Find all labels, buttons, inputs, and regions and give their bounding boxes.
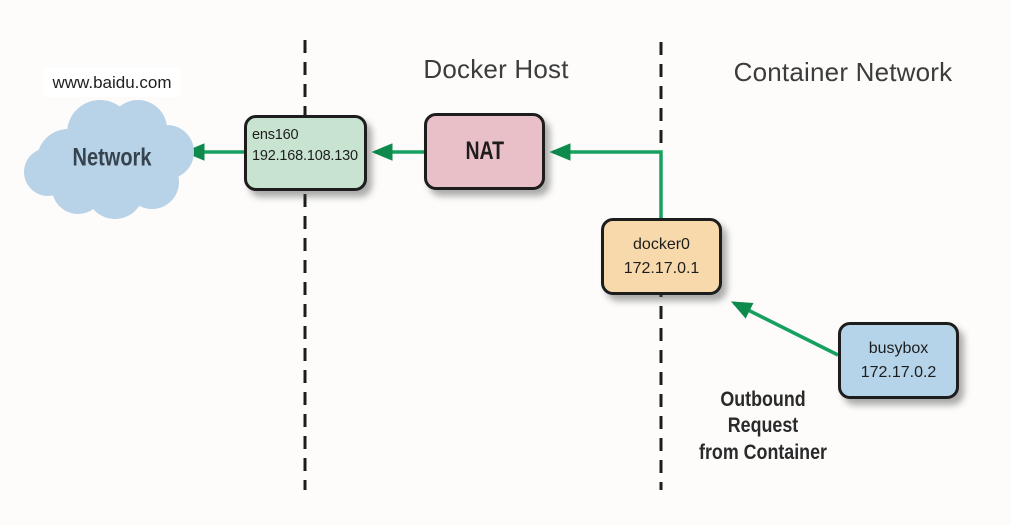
node-ens160: ens160 192.168.108.130 <box>244 115 367 191</box>
busybox-ip: 172.17.0.2 <box>860 363 937 381</box>
network-cloud-label: Network <box>63 144 162 173</box>
outbound-request-annotation: Outbound Request from Container <box>688 387 839 466</box>
arrow-busybox-to-docker0 <box>730 301 839 357</box>
nat-label: NAT <box>465 137 504 165</box>
busybox-name: busybox <box>868 339 929 357</box>
external-site-label: www.baidu.com <box>44 68 180 97</box>
network-cloud-label-text: Network <box>72 143 152 172</box>
node-nat: NAT <box>424 113 545 190</box>
node-busybox: busybox 172.17.0.2 <box>838 322 959 399</box>
docker0-name: docker0 <box>633 235 690 253</box>
ens160-ip: 192.168.108.130 <box>252 147 358 164</box>
arrow-docker0-to-nat <box>549 143 663 219</box>
container-network-title: Container Network <box>733 57 953 87</box>
ens160-name: ens160 <box>252 127 299 143</box>
docker0-ip: 172.17.0.1 <box>623 259 700 277</box>
node-docker0: docker0 172.17.0.1 <box>601 218 722 295</box>
network-cloud-shape <box>24 100 194 219</box>
outbound-request-text: Outbound Request from Container <box>699 388 827 464</box>
docker-host-title: Docker Host <box>423 54 569 84</box>
